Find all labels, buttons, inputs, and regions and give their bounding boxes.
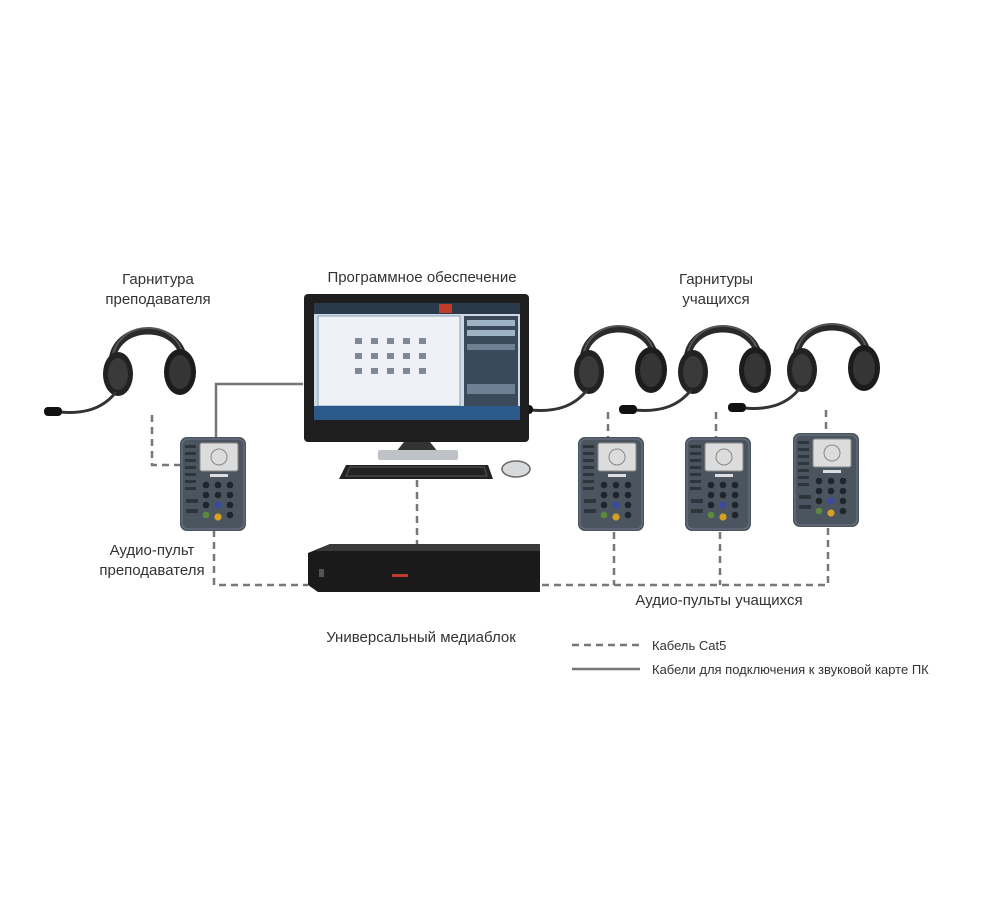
mouse xyxy=(501,460,531,478)
student-console-2 xyxy=(684,436,752,532)
student-console-1 xyxy=(577,436,645,532)
student-consoles-label: Аудио-пульты учащихся xyxy=(635,592,803,609)
legend-pc-audio-text: Кабели для подключения к звуковой карте … xyxy=(652,662,929,677)
mediablock-to-students-cable xyxy=(542,528,830,587)
teacher-console-label-line2: преподавателя xyxy=(99,562,205,580)
teacher-headset-label: Гарнитура преподавателя xyxy=(88,270,228,311)
teacher-headset-to-console-cable xyxy=(150,415,184,467)
teacher-console-to-pc-cable xyxy=(214,382,303,440)
legend-cat5-text: Кабель Cat5 xyxy=(652,638,727,653)
monitor xyxy=(304,294,529,460)
teacher-console-label-line1: Аудио-пульт xyxy=(109,542,195,559)
student-headset-1 xyxy=(515,326,667,414)
teacher-headset xyxy=(44,328,196,416)
software-seat-grid xyxy=(355,338,426,374)
software-label: Программное обеспечение xyxy=(327,269,517,286)
student-headsets-label-line2: учащихся xyxy=(682,291,750,309)
media-unit-label: Универсальный медиаблок xyxy=(326,629,516,646)
cat5-cables xyxy=(150,410,830,587)
teacher-headset-label-line2: преподавателя xyxy=(105,291,211,309)
student-headsets-label-line1: Гарнитуры xyxy=(678,271,754,288)
media-block xyxy=(308,544,540,592)
student-console-3 xyxy=(792,432,860,528)
keyboard xyxy=(339,465,493,479)
teacher-console xyxy=(179,436,247,532)
teacher-headset-label-line1: Гарнитура xyxy=(122,271,194,288)
student-headsets-label: Гарнитуры учащихся xyxy=(646,270,786,311)
teacher-console-to-mediablock-cable xyxy=(212,530,308,587)
pc-audio-cables xyxy=(214,382,303,440)
teacher-console-label: Аудио-пульт преподавателя xyxy=(82,541,222,582)
